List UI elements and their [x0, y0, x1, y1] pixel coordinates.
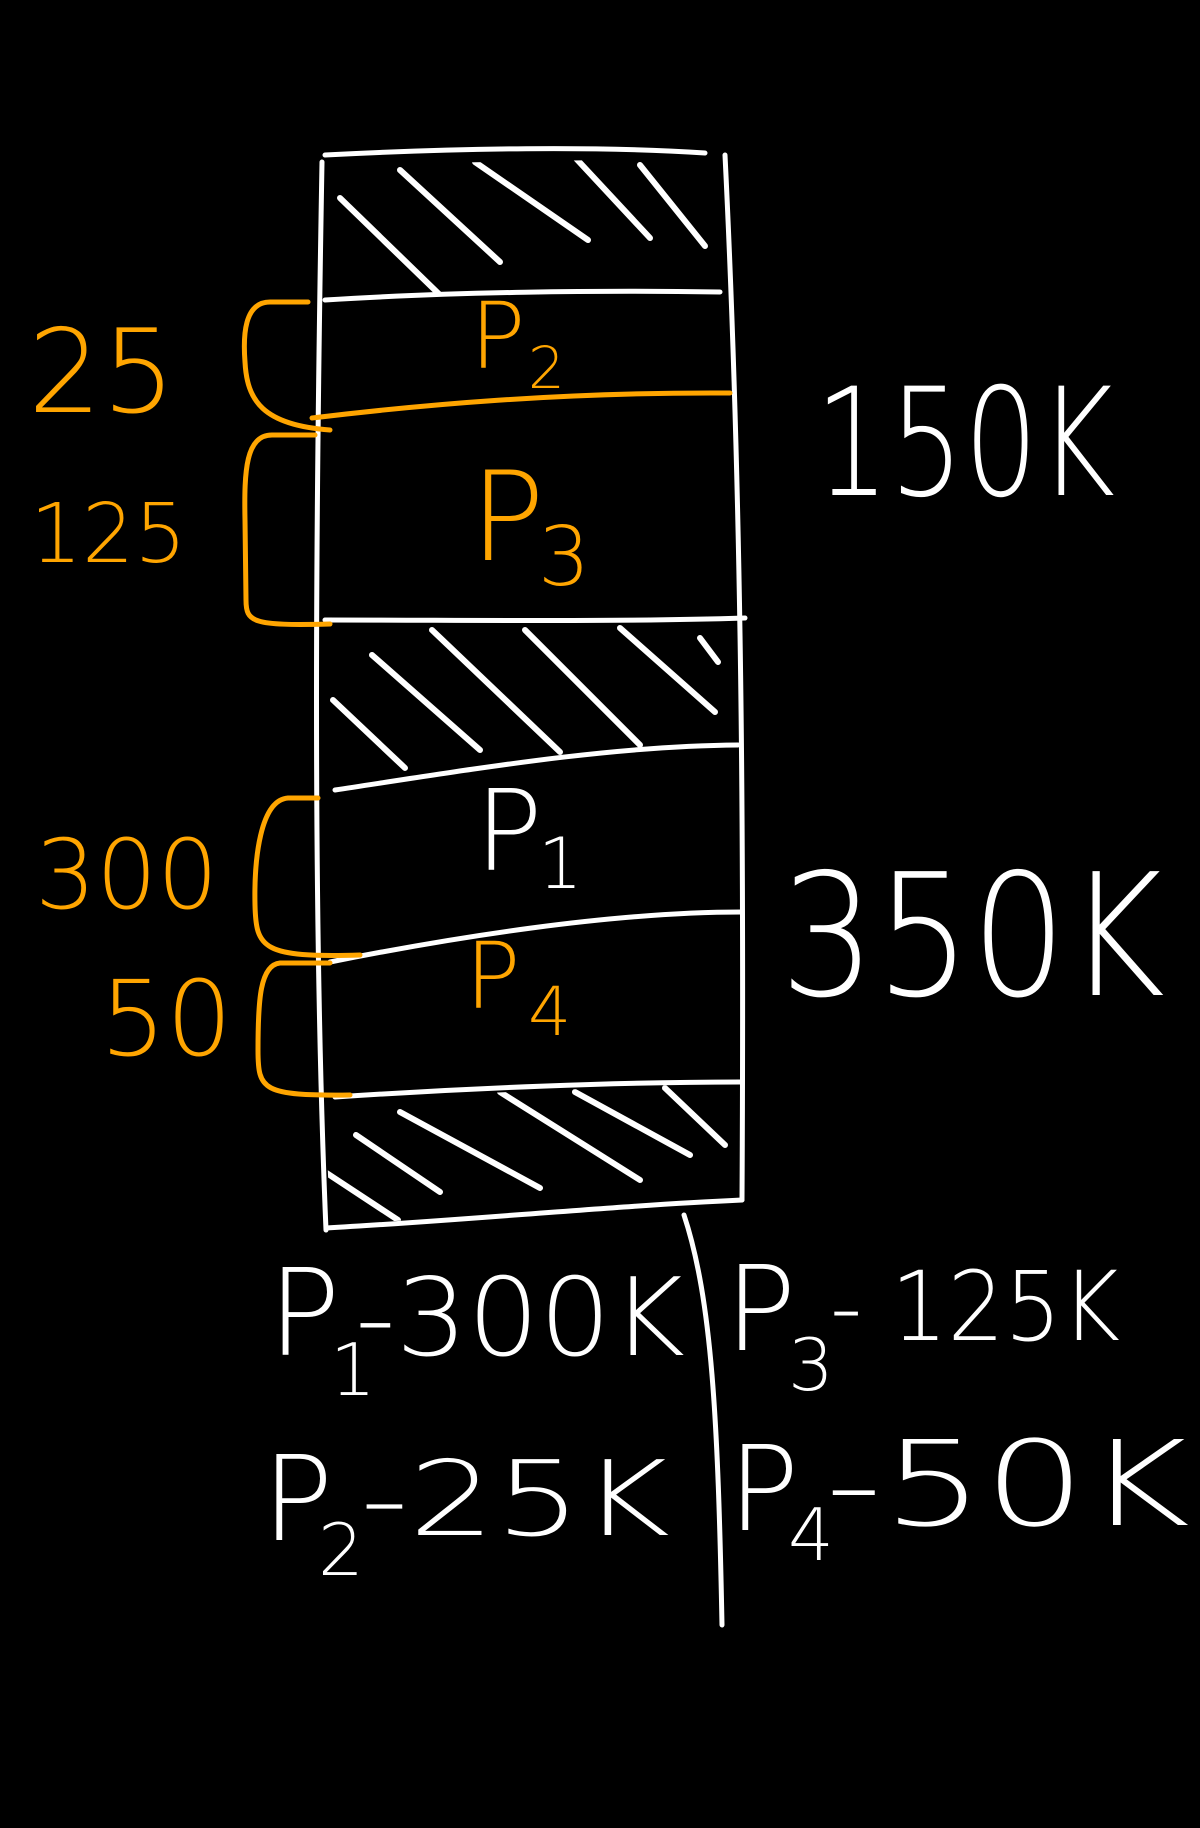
label-p2: P 2	[470, 283, 565, 402]
divider-p3-hole	[322, 615, 748, 623]
svg-text:2: 2	[528, 334, 565, 402]
label-p3: P 3	[470, 446, 590, 605]
size-mark-p3: 125	[30, 487, 187, 582]
requirements-list: P 1 -300K P 2 -25K P 3 - 125K P 4 -50K	[262, 1240, 1190, 1592]
size-mark-p1: 300	[35, 819, 218, 931]
divider-p2-p3	[309, 390, 733, 421]
partition-labels: 150K 350K	[780, 357, 1165, 1036]
hole-hatching-top	[337, 158, 708, 297]
svg-text:P: P	[470, 446, 545, 590]
svg-text:1: 1	[330, 1328, 376, 1412]
memory-column-right-edge	[722, 152, 746, 1203]
size-mark-p4: 50	[100, 958, 232, 1080]
svg-text:-300K: -300K	[355, 1256, 685, 1381]
label-p1: P 1	[475, 767, 583, 905]
brace-p3	[242, 432, 333, 627]
svg-text:1: 1	[538, 823, 583, 905]
svg-text:-50K: -50K	[825, 1415, 1190, 1553]
svg-text:P: P	[728, 1420, 799, 1558]
svg-text:P: P	[475, 767, 543, 897]
svg-text:3: 3	[538, 510, 590, 605]
memory-column	[314, 146, 748, 1233]
svg-text:- 125K: - 125K	[830, 1251, 1120, 1363]
svg-text:P: P	[262, 1430, 333, 1568]
divider-top-p2	[322, 288, 723, 303]
requirement-p2: P 2 -25K	[262, 1430, 670, 1592]
divider-p4-hole	[332, 1079, 743, 1100]
svg-text:4: 4	[528, 973, 571, 1052]
brace-p1	[252, 795, 363, 958]
process-labels: P 2 P 3 P 1 P 4	[465, 283, 590, 1052]
svg-text:P: P	[268, 1245, 340, 1384]
brace-p4	[255, 960, 353, 1098]
svg-text:P: P	[470, 283, 525, 390]
svg-text:P: P	[465, 923, 520, 1030]
size-mark-p2: 25	[28, 305, 176, 440]
size-marks: 25 125 300 50	[28, 305, 232, 1080]
svg-text:P: P	[725, 1240, 796, 1378]
svg-text:2: 2	[318, 1508, 364, 1592]
divider-hole-p1	[332, 742, 741, 793]
svg-text:4: 4	[788, 1493, 834, 1577]
size-braces	[241, 299, 363, 1098]
requirement-p3: P 3 - 125K	[725, 1240, 1120, 1407]
svg-text:3: 3	[788, 1323, 834, 1407]
memory-column-top-edge	[322, 146, 708, 158]
label-p4: P 4	[465, 923, 571, 1052]
partition-label-350k: 350K	[780, 838, 1165, 1036]
memory-column-bottom-edge	[323, 1197, 745, 1231]
memory-column-left-edge	[314, 159, 329, 1233]
requirements-divider	[681, 1212, 725, 1628]
partition-label-150k: 150K	[815, 357, 1115, 531]
requirement-p4: P 4 -50K	[728, 1415, 1190, 1577]
hole-hatching-bottom	[325, 1085, 728, 1223]
svg-text:-25K: -25K	[360, 1438, 670, 1560]
requirement-p1: P 1 -300K	[268, 1245, 685, 1412]
divider-p1-p4	[327, 909, 745, 965]
brace-p2	[241, 299, 333, 433]
hole-hatching-middle	[330, 625, 721, 771]
